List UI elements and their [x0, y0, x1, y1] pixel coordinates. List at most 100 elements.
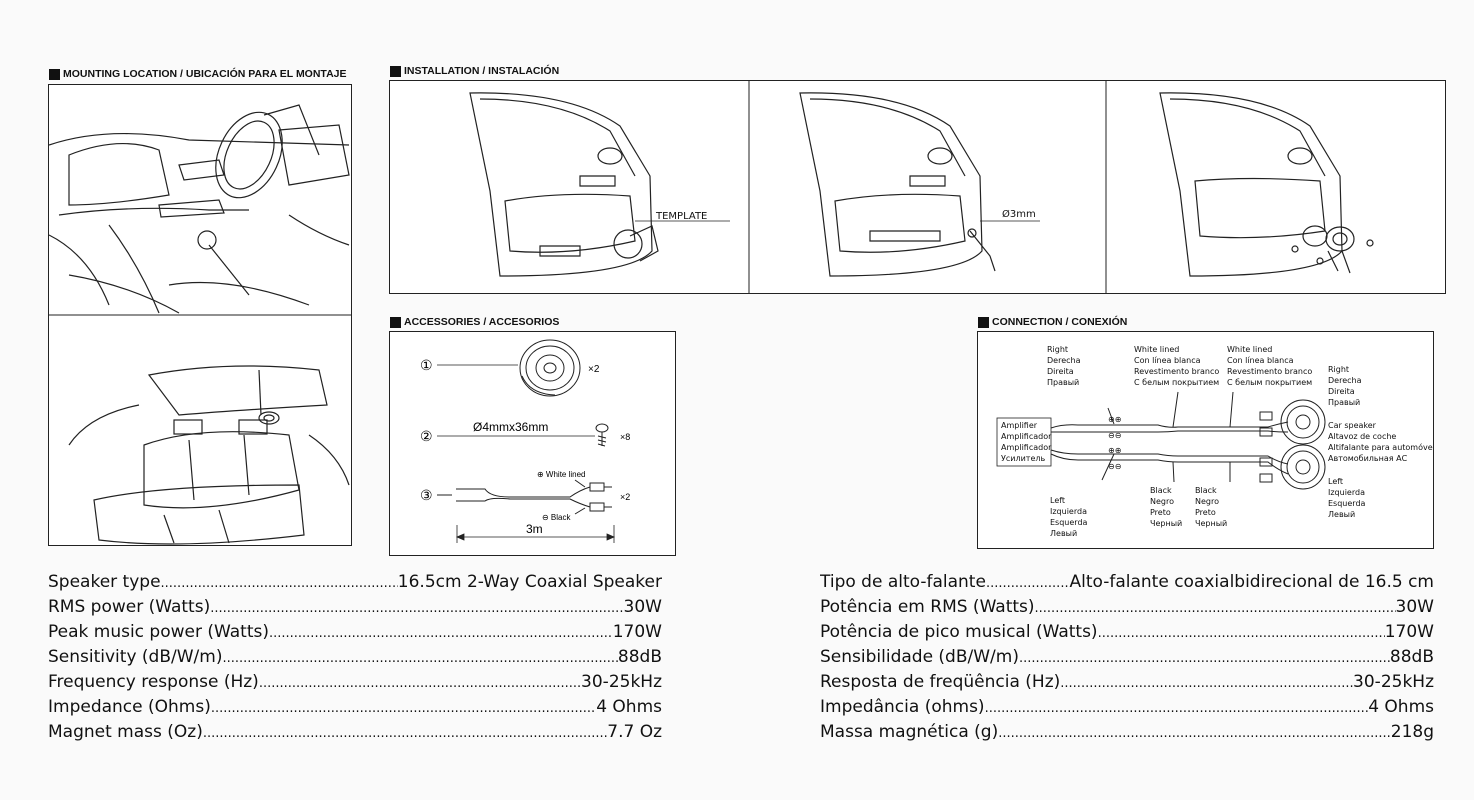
- spec-row: Sensitivity (dB/W/m) 88dB: [48, 647, 662, 672]
- accessories-illustration: ① ×2 ② Ø4mmx36mm ×8 ③: [420, 339, 630, 543]
- spec-value: 7.7 Oz: [607, 722, 662, 742]
- white-lined-label-2: White lined Con línea blanca Revestiment…: [1227, 345, 1315, 387]
- spec-row: Magnet mass (Oz) 7.7 Oz: [48, 722, 662, 747]
- spec-label: Magnet mass (Oz): [48, 722, 203, 742]
- spec-value: 16.5cm 2-Way Coaxial Speaker: [397, 572, 662, 592]
- car-speaker-icon: [1259, 444, 1326, 490]
- left-channel-label: Left Izquierda Esquerda Левый: [1050, 496, 1090, 538]
- spec-value: 4 Ohms: [1368, 697, 1434, 717]
- mounting-title-text: MOUNTING LOCATION / UBICACIÓN PARA EL MO…: [63, 68, 347, 80]
- spec-value: 30W: [1395, 597, 1434, 617]
- spec-row: Potência de pico musical (Watts) 170W: [820, 622, 1434, 647]
- drill-size-label: Ø3mm: [1002, 208, 1036, 220]
- polarity-marks-bottom: ⊕⊕: [1108, 446, 1121, 455]
- spec-row: Potência em RMS (Watts) 30W: [820, 597, 1434, 622]
- amplifier-box: [996, 417, 1052, 467]
- spec-value: 88dB: [617, 647, 662, 667]
- spec-label: Sensitivity (dB/W/m): [48, 647, 223, 667]
- installation-box: TEMPLATE Ø3mm: [389, 80, 1446, 294]
- spec-row: Peak music power (Watts) 170W: [48, 622, 662, 647]
- spec-label: Impedância (ohms): [820, 697, 985, 717]
- polarity-marks-top-neg: ⊖⊖: [1108, 431, 1121, 440]
- spec-label: Massa magnética (g): [820, 722, 999, 742]
- spec-label: Impedance (Ohms): [48, 697, 211, 717]
- car-speaker-icon: [1259, 399, 1326, 445]
- polarity-marks-bottom-neg: ⊖⊖: [1108, 462, 1121, 471]
- screw-size-label: Ø4mmx36mm: [473, 420, 548, 434]
- black-wire-label-1: Black Negro Preto Черный: [1150, 486, 1182, 528]
- installation-title-text: INSTALLATION / INSTALACIÓN: [404, 65, 560, 77]
- connection-section-title: CONNECTION / CONEXIÓN: [978, 316, 1127, 328]
- spec-row: Resposta de freqüência (Hz) 30-25kHz: [820, 672, 1434, 697]
- spec-value: 30-25kHz: [581, 672, 662, 692]
- spec-label: Resposta de freqüência (Hz): [820, 672, 1061, 692]
- rear-shelf-illustration: [68, 365, 350, 545]
- spec-value: 88dB: [1389, 647, 1434, 667]
- mounting-illustration: [49, 104, 351, 545]
- door-panel-2-illustration: [799, 92, 996, 277]
- spec-value: 30-25kHz: [1353, 672, 1434, 692]
- spec-label: Tipo de alto-falante: [820, 572, 986, 592]
- front-door-illustration: [49, 104, 350, 314]
- specs-portuguese: Tipo de alto-falante Alto-falante coaxial…: [820, 572, 1434, 747]
- spec-row: Speaker type 16.5cm 2-Way Coaxial Speaker: [48, 572, 662, 597]
- right-speaker-label: Right Derecha Direita Правый: [1328, 365, 1364, 407]
- white-lined-label: ⊕ White lined: [537, 470, 586, 479]
- spec-value: 4 Ohms: [596, 697, 662, 717]
- accessory-number-3: ③: [420, 487, 433, 503]
- speaker-icon: [519, 339, 581, 397]
- amplifier-label: Amplifier Amplificador Amplificador Усил…: [1001, 421, 1054, 463]
- connection-box: Amplifier Amplificador Amplificador Усил…: [977, 331, 1434, 549]
- spec-label: RMS power (Watts): [48, 597, 211, 617]
- template-label: TEMPLATE: [655, 211, 707, 222]
- car-speaker-label: Car speaker Altavoz de coche Altifalante…: [1328, 421, 1433, 463]
- spec-row: Impedância (ohms) 4 Ohms: [820, 697, 1434, 722]
- title-square-icon: [978, 316, 989, 328]
- spec-row: Massa magnética (g) 218g: [820, 722, 1434, 747]
- spec-value: Alto-falante coaxialbidirecional de 16.5…: [1069, 572, 1434, 592]
- door-panel-1-illustration: [469, 92, 659, 277]
- spec-row: Impedance (Ohms) 4 Ohms: [48, 697, 662, 722]
- installation-section-title: INSTALLATION / INSTALACIÓN: [390, 65, 559, 77]
- mounting-section-title: MOUNTING LOCATION / UBICACIÓN PARA EL MO…: [49, 68, 347, 80]
- speaker-quantity: ×2: [588, 364, 600, 375]
- title-square-icon: [49, 68, 60, 80]
- spec-value: 30W: [623, 597, 662, 617]
- title-square-icon: [390, 65, 401, 77]
- cable-quantity: ×2: [620, 492, 630, 502]
- cable-length-label: 3m: [526, 522, 543, 536]
- white-lined-label-1: White lined Con línea blanca Revestiment…: [1134, 345, 1222, 387]
- title-square-icon: [390, 316, 401, 328]
- spec-label: Sensibilidade (dB/W/m): [820, 647, 1019, 667]
- accessory-number-2: ②: [420, 428, 433, 444]
- spec-value: 170W: [612, 622, 662, 642]
- installation-illustration: TEMPLATE Ø3mm: [469, 81, 1374, 293]
- accessories-section-title: ACCESSORIES / ACCESORIOS: [390, 316, 559, 328]
- screw-quantity: ×8: [620, 432, 630, 442]
- specs-english: Speaker type 16.5cm 2-Way Coaxial Speaker…: [48, 572, 662, 747]
- black-label: ⊖ Black: [542, 513, 571, 522]
- left-speaker-label: Left Izquierda Esquerda Левый: [1328, 477, 1368, 519]
- spec-value: 170W: [1384, 622, 1434, 642]
- spec-row: Frequency response (Hz) 30-25kHz: [48, 672, 662, 697]
- black-wire-label-2: Black Negro Preto Черный: [1195, 486, 1227, 528]
- accessories-box: ① ×2 ② Ø4mmx36mm ×8 ③: [389, 331, 676, 556]
- connection-diagram: Amplifier Amplificador Amplificador Усил…: [996, 345, 1433, 538]
- spec-value: 218g: [1390, 722, 1434, 742]
- door-panel-3-illustration: [1159, 92, 1374, 277]
- speaker-cable-icon: [437, 479, 612, 515]
- spec-row: Tipo de alto-falante Alto-falante coaxial…: [820, 572, 1434, 597]
- polarity-marks-top: ⊕⊕: [1108, 415, 1121, 424]
- spec-label: Peak music power (Watts): [48, 622, 269, 642]
- spec-label: Potência em RMS (Watts): [820, 597, 1035, 617]
- spec-label: Potência de pico musical (Watts): [820, 622, 1098, 642]
- spec-label: Frequency response (Hz): [48, 672, 259, 692]
- screw-icon: [595, 423, 609, 447]
- connection-title-text: CONNECTION / CONEXIÓN: [992, 316, 1128, 328]
- wiring-lines: [1050, 391, 1289, 483]
- spec-label: Speaker type: [48, 572, 161, 592]
- accessories-title-text: ACCESSORIES / ACCESORIOS: [404, 316, 560, 328]
- spec-row: RMS power (Watts) 30W: [48, 597, 662, 622]
- length-dimension: [455, 525, 616, 543]
- accessory-number-1: ①: [420, 357, 433, 373]
